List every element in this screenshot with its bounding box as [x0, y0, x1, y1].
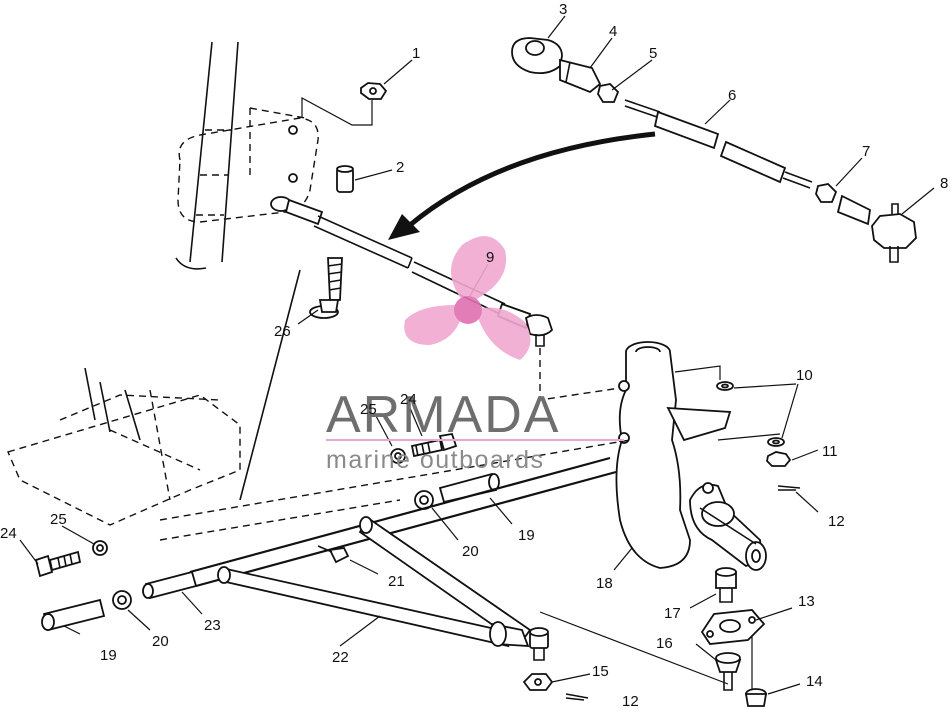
washer-20-right: [414, 490, 434, 510]
jam-nut-7: [815, 183, 838, 203]
bolt-24-right: [410, 432, 458, 458]
cotter-pin-12b: [565, 693, 589, 701]
callout-25a: 25: [50, 511, 67, 528]
grease-fitting-21: [317, 545, 350, 564]
propeller-blade-right: [478, 307, 531, 360]
alignment-lines: [539, 348, 781, 690]
brand-name: ARMADA: [326, 386, 560, 444]
callout-10: 10: [796, 367, 813, 384]
callout-2: 2: [396, 159, 404, 176]
propeller-blade-top: [451, 236, 507, 300]
callout-15: 15: [592, 663, 609, 680]
assembly-arrow: [388, 131, 656, 240]
bushing-19-left: [41, 598, 106, 632]
callout-19b: 19: [518, 527, 535, 544]
callout-25b: 25: [360, 401, 377, 418]
bolt-14: [744, 688, 768, 707]
washer-20-left: [112, 590, 132, 610]
nut-1: [301, 82, 388, 126]
callout-3: 3: [559, 1, 567, 18]
callout-6: 6: [728, 87, 736, 104]
callout-4: 4: [609, 23, 617, 40]
callout-7: 7: [862, 143, 870, 160]
callout-20b: 20: [152, 633, 169, 650]
armada-wordmark: ARMADA marine outboards: [326, 386, 624, 474]
callout-11: 11: [822, 443, 838, 460]
bushing-19-right: [438, 472, 500, 504]
callout-22: 22: [332, 649, 349, 666]
callout-13: 13: [798, 593, 815, 610]
bolt-17: [715, 567, 737, 603]
nut-11: [766, 451, 792, 467]
callout-14: 14: [806, 673, 823, 690]
callout-1: 1: [412, 45, 420, 62]
callout-20a: 20: [462, 543, 479, 560]
callout-8: 8: [940, 175, 948, 192]
callout-12a: 12: [828, 513, 845, 530]
spacer-2: [336, 165, 354, 193]
bolt-24-left: [34, 550, 82, 578]
steering-bracket: [177, 107, 319, 223]
callout-24b: 24: [400, 391, 417, 408]
callout-19a: 19: [100, 647, 117, 664]
a-arm-22: [189, 456, 617, 648]
propeller-hub: [454, 296, 482, 324]
cotter-pin-12a: [777, 485, 801, 491]
callout-23: 23: [204, 617, 221, 634]
ball-joint-plate-13: [700, 609, 766, 645]
ball-joint-16: [714, 652, 742, 691]
steering-column: [175, 41, 301, 501]
callout-5: 5: [649, 45, 657, 62]
callout-18: 18: [596, 575, 613, 592]
callout-26: 26: [274, 323, 291, 340]
washers-10: [716, 381, 785, 447]
tie-rod-end-8: [836, 194, 917, 263]
callout-21: 21: [388, 573, 405, 590]
brand-tagline: marine outboards: [326, 446, 545, 474]
callout-17: 17: [664, 605, 681, 622]
nut-15: [522, 673, 554, 691]
tie-rod-end-3: [511, 37, 563, 75]
jam-nut-5: [597, 83, 620, 103]
pivot-tube-23: [142, 570, 198, 600]
tie-rod-sleeve-4: [559, 58, 602, 94]
armada-logo: [404, 236, 531, 360]
propeller-blade-left: [404, 305, 462, 345]
bolt-26: [309, 257, 343, 319]
callout-16: 16: [656, 635, 673, 652]
frame-crossmember: [7, 367, 631, 541]
callout-9: 9: [486, 249, 494, 266]
tie-rod-6: [624, 99, 813, 189]
callout-12b: 12: [622, 693, 639, 709]
washer-25-right: [390, 448, 406, 464]
washer-25-left: [92, 540, 108, 556]
callout-24a: 24: [0, 525, 17, 542]
spindle-knuckle-18: [615, 341, 767, 571]
ball-joint-stud: [529, 627, 549, 661]
